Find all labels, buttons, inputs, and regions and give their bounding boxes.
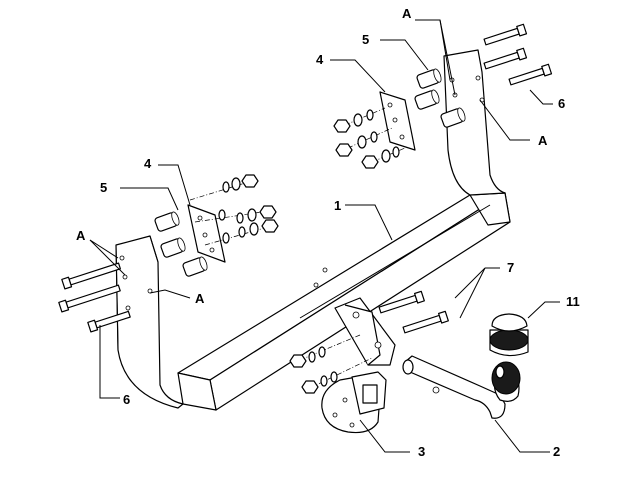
callout-1: 1 (334, 198, 341, 213)
callout-11: 11 (566, 294, 580, 309)
callout-2: 2 (553, 444, 560, 459)
callout-5-left: 5 (100, 180, 107, 195)
left-clamp-plate (187, 204, 226, 263)
right-bolts (483, 23, 553, 86)
left-spacers (154, 211, 208, 277)
tow-ball-cover (489, 313, 529, 357)
callout-4-left: 4 (144, 156, 152, 171)
tow-ball-arm (402, 355, 521, 419)
callout-a-mid: A (195, 291, 205, 306)
callout-a-left: A (76, 228, 86, 243)
left-nuts-washers (189, 174, 279, 246)
socket-plate (321, 371, 387, 434)
callout-3: 3 (418, 444, 425, 459)
callout-a-top: A (402, 6, 412, 21)
left-side-bracket (115, 235, 184, 409)
right-spacers (414, 68, 466, 128)
callout-labels: 1 2 3 4 4 5 5 6 6 7 11 A A A A (76, 6, 580, 459)
center-nuts-washers (289, 334, 373, 394)
callout-6-right: 6 (558, 96, 565, 111)
callout-7: 7 (507, 260, 514, 275)
callout-4-right: 4 (316, 52, 324, 67)
callout-5-right: 5 (362, 32, 369, 47)
right-clamp-plate (379, 91, 416, 151)
hitch-mount-bracket (334, 297, 396, 366)
left-bolts (58, 262, 131, 333)
callout-a-right: A (538, 133, 548, 148)
callout-6-left: 6 (123, 392, 130, 407)
right-nuts-washers (333, 107, 406, 169)
center-bolts (378, 290, 449, 334)
leader-lines (89, 19, 560, 453)
